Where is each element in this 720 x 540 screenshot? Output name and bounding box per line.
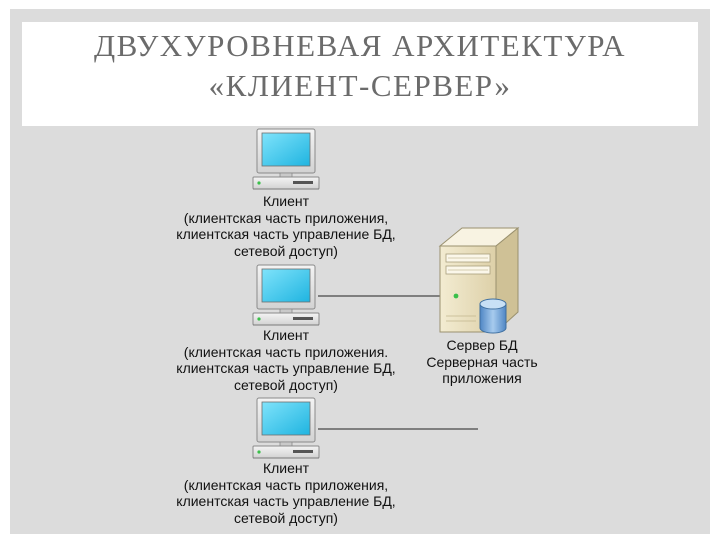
client-description-line: сетевой доступ): [234, 242, 338, 259]
title-box: [22, 22, 698, 126]
client-description-line: сетевой доступ): [234, 509, 338, 526]
client-name: Клиент: [262, 460, 310, 476]
title-line-2: «КЛИЕНТ-СЕРВЕР»: [208, 68, 512, 103]
server-name: Сервер БД: [446, 337, 518, 353]
server-description-line: приложения: [442, 370, 522, 386]
client-description-line: (клиентская часть приложения,: [183, 476, 389, 493]
client-description-line: сетевой доступ): [234, 376, 338, 393]
computer-icon: [252, 264, 320, 326]
computer-icon: [252, 128, 320, 190]
client-description-line: клиентская часть управление БД,: [176, 226, 396, 242]
client-label: Клиент (клиентская часть приложения. кли…: [166, 327, 406, 393]
server-label: Сервер БД Серверная часть приложения: [362, 337, 602, 387]
client-label: Клиент (клиентская часть приложения, кли…: [166, 193, 406, 259]
server-database-icon: [438, 226, 520, 334]
client-description-line: (клиентская часть приложения.: [183, 343, 389, 360]
client-name: Клиент: [262, 327, 310, 343]
slide-title: ДВУХУРОВНЕВАЯ АРХИТЕКТУРА «КЛИЕНТ-СЕРВЕР…: [22, 26, 698, 106]
client-description-line: (клиентская часть приложения,: [183, 209, 389, 226]
computer-icon: [252, 397, 320, 459]
client-description-line: клиентская часть управление БД,: [176, 493, 396, 509]
server-description-line: Серверная часть: [426, 353, 538, 370]
client-label: Клиент (клиентская часть приложения, кли…: [166, 460, 406, 526]
client-description-line: клиентская часть управление БД,: [176, 360, 396, 376]
client-name: Клиент: [262, 193, 310, 209]
title-line-1: ДВУХУРОВНЕВАЯ АРХИТЕКТУРА: [94, 28, 626, 63]
